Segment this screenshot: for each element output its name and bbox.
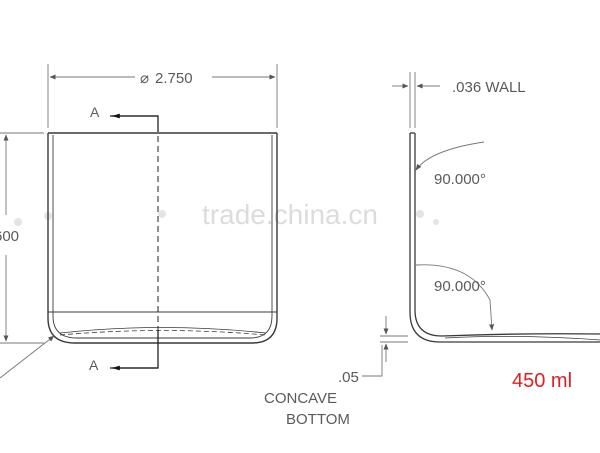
height-dimension [0,132,44,344]
section-label-bottom: A [89,357,99,373]
diameter-dimension [47,64,278,128]
section-label-top: A [90,104,100,120]
concave-callout [362,345,383,377]
concave-line1: CONCAVE [264,390,337,407]
cup-right-section [409,132,600,343]
cup-left-outline [47,132,278,344]
bottom-thickness-dimension [380,316,408,362]
wall-label: .036 WALL [452,79,526,96]
angle-leaders [415,141,495,331]
angle-top: 90.000° [434,171,486,188]
diameter-symbol: ⌀ [140,70,149,87]
section-line [110,113,159,371]
height-value: 600 [0,228,19,245]
concave-value: .05 [338,369,359,386]
wall-dimension [392,72,440,128]
diameter-value: 2.750 [155,70,193,87]
capacity-label: 450 ml [512,370,572,392]
fillet-leader [0,335,55,379]
angle-bottom: 90.000° [434,278,486,295]
concave-line2: BOTTOM [286,411,350,428]
watermark-stars [14,210,439,226]
watermark-text: trade.china.cn [202,199,378,230]
